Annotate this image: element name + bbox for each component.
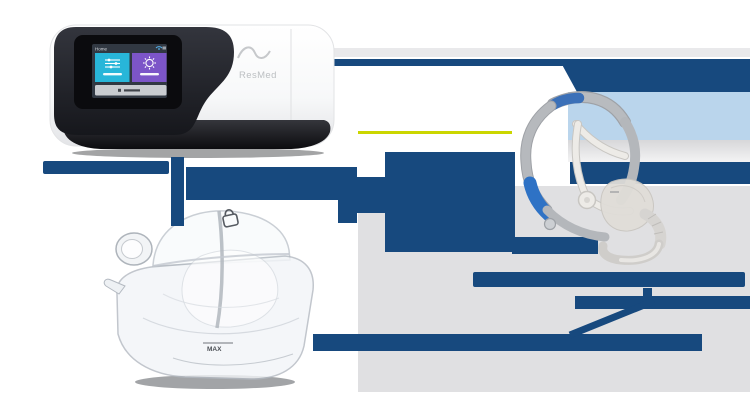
top-gray-band	[330, 48, 750, 59]
bottom-bar-label-blob	[124, 89, 140, 92]
settings-glyph	[118, 88, 121, 92]
mask-frame-label-blob	[610, 191, 619, 193]
device-label-bar	[43, 161, 169, 174]
chamber-spout	[103, 278, 126, 295]
bottom-blue-bar	[313, 334, 702, 351]
resmed-swoosh-icon	[237, 46, 271, 59]
mask-frame-upper-arm	[573, 121, 628, 159]
mask-cushion	[600, 178, 654, 232]
top-thin-blue-bar	[331, 59, 750, 66]
screen-bottom-bar	[95, 85, 167, 96]
my-options-tile	[95, 53, 130, 82]
headgear-bottom-strap	[542, 205, 610, 242]
mask-tube-highlight	[619, 242, 661, 263]
label-block-bridge	[352, 177, 390, 213]
sun-icon	[143, 56, 156, 70]
chamber-inner-dome	[181, 249, 279, 328]
max-label: MAX	[207, 346, 222, 353]
elbow-ridges	[647, 213, 664, 235]
chamber-detail-line	[162, 293, 280, 308]
headgear-blue-segment	[547, 92, 585, 111]
right-blue-bar	[570, 162, 750, 184]
label-block-b	[385, 152, 515, 252]
machine-shadow	[72, 148, 324, 158]
gray-fade-band	[568, 140, 750, 162]
resmed-logo: ResMed	[237, 46, 277, 81]
cpap-machine-image: Home	[49, 24, 335, 158]
top-right-blue-block	[563, 60, 750, 92]
chamber-seam	[215, 210, 224, 329]
tile-label-blob	[103, 73, 122, 76]
label-block-b-tail	[512, 237, 598, 254]
brand-text: ResMed	[239, 70, 277, 81]
chamber-base-line	[172, 353, 294, 366]
mask-label-bar-2	[575, 296, 750, 309]
chamber-detail-line	[142, 317, 300, 335]
lock-icon	[222, 209, 239, 228]
tile-label-blob	[140, 73, 159, 76]
wifi-icon	[155, 46, 166, 50]
magnet-clip	[543, 217, 557, 231]
yellow-divider-line	[358, 131, 512, 134]
chamber-inlet-opening	[121, 239, 143, 259]
label-block-a	[186, 167, 340, 200]
diagonal-blue-stroke	[568, 297, 656, 339]
mask-elbow	[639, 208, 667, 250]
warmup-tile	[132, 53, 167, 82]
humidifier-chamber-image: MAX	[103, 209, 314, 389]
mask-label-bar-1	[473, 272, 745, 287]
connector-line-device-to-chamber	[171, 157, 184, 226]
label-ascender-mark	[643, 288, 652, 297]
chamber-lid-rim	[152, 253, 290, 267]
mask-frame-hub-center	[584, 197, 590, 203]
cpap-mask-image	[520, 91, 667, 265]
max-fill-mark: MAX	[203, 342, 233, 353]
screen-title: Home	[95, 47, 108, 52]
mask-cushion-line	[610, 185, 646, 203]
sliders-icon	[105, 59, 120, 68]
mask-tube-loop	[598, 239, 664, 265]
